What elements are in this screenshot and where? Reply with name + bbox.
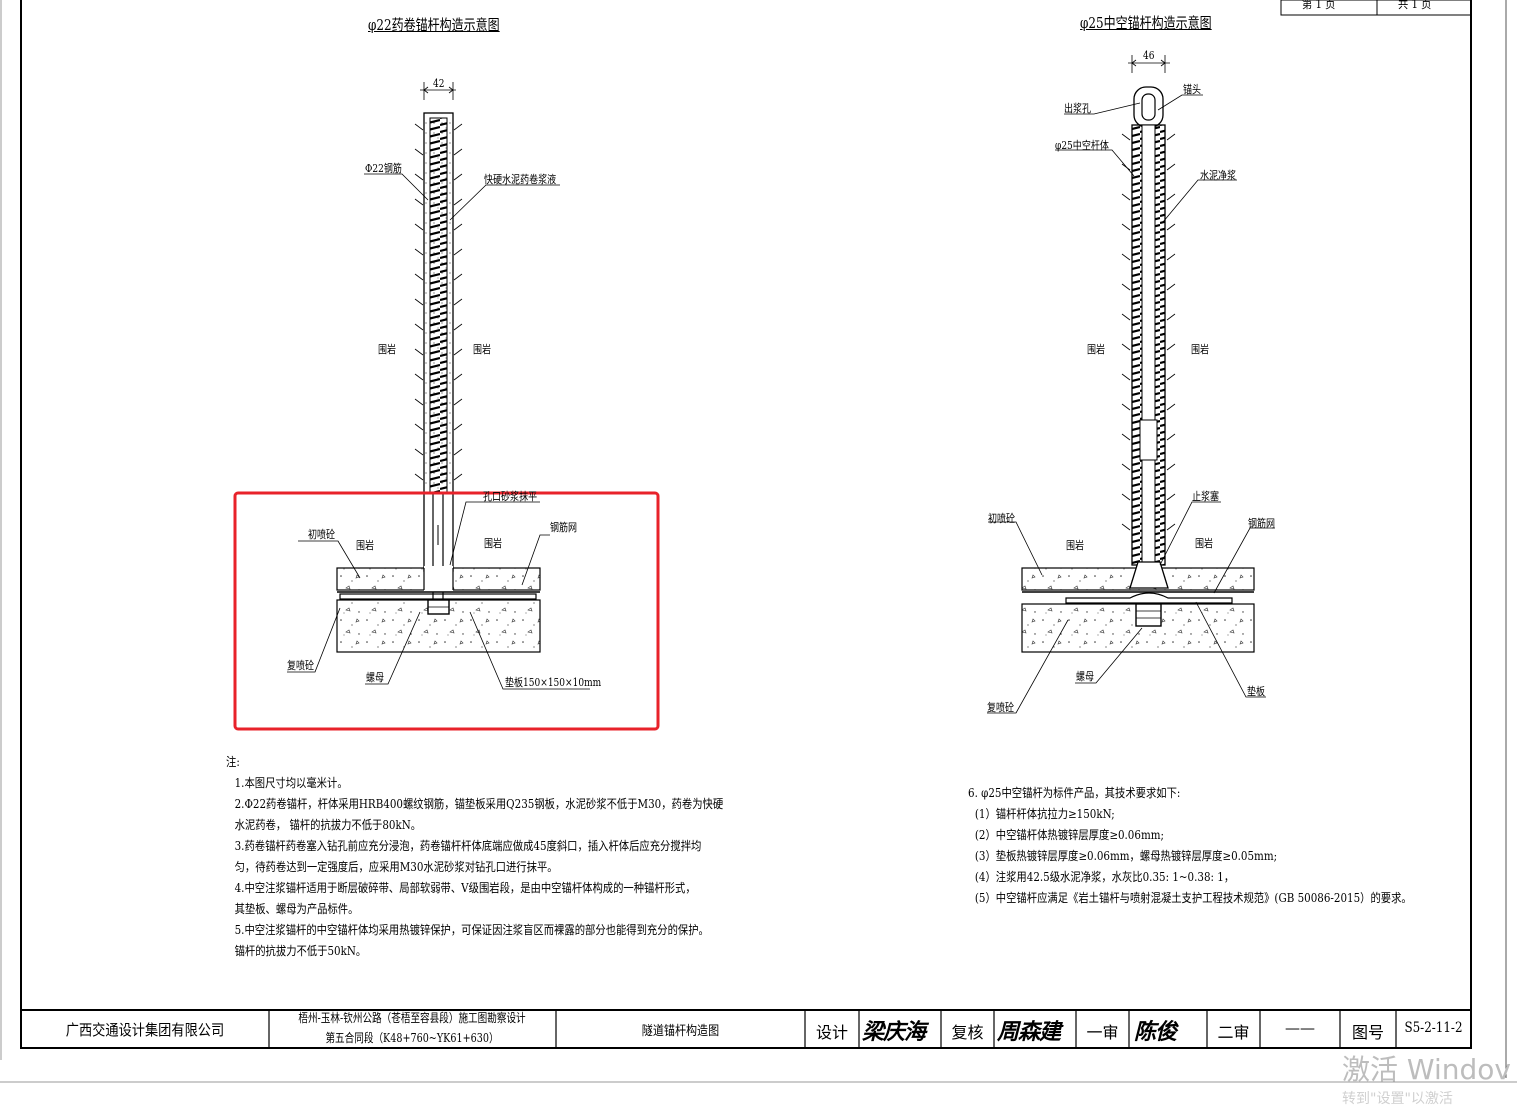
left-figure-title: φ22药卷锚杆构造示意图 xyxy=(368,16,500,34)
second-check-label: 二审 xyxy=(1217,1023,1250,1042)
note-line: 6. φ25中空锚杆为标件产品，其技术要求如下: xyxy=(968,786,1181,800)
left-label-nut: 螺母 xyxy=(366,671,385,684)
left-label-cartridge: 快硬水泥药卷浆液 xyxy=(484,173,557,186)
right-label-initial-shotcrete: 初喷砼 xyxy=(988,512,1016,525)
note-line: 5.中空注浆锚杆的中空锚杆体均采用热镀锌保护，可保证因注浆盲区而裸露的部分也能得… xyxy=(234,923,709,937)
right-label-mesh: 钢筋网 xyxy=(1248,517,1276,530)
right-label-plate: 垫板 xyxy=(1247,685,1266,698)
right-label-re-shotcrete: 复喷砼 xyxy=(987,701,1015,714)
right-label-stopper: 止浆塞 xyxy=(1192,490,1220,503)
left-label-rock-lower-left: 围岩 xyxy=(356,539,375,552)
activation-watermark: 激活 Windov xyxy=(1342,1053,1511,1086)
note-line: 其垫板、螺母为产品标件。 xyxy=(234,902,359,916)
title-block-grid xyxy=(20,1009,1472,1049)
note-line: (2）中空锚杆体热镀锌层厚度≥0.06mm; xyxy=(974,828,1164,842)
left-label-re-shotcrete: 复喷砼 xyxy=(287,659,315,672)
first-check-signature: 陈俊 xyxy=(1134,1019,1177,1045)
left-label-rock-left: 围岩 xyxy=(378,343,397,356)
right-label-rock-left: 围岩 xyxy=(1087,343,1106,356)
right-figure-title: φ25中空锚杆构造示意图 xyxy=(1080,14,1212,32)
right-label-rock-lower-left: 围岩 xyxy=(1066,539,1085,552)
note-line: (5）中空锚杆应满足《岩土锚杆与喷射混凝土支护工程技术规范》(GB 50086-… xyxy=(974,891,1412,905)
right-label-rock-right: 围岩 xyxy=(1191,343,1210,356)
note-line: 匀，待药卷达到一定强度后，应采用M30水泥砂浆对钻孔口进行抹平。 xyxy=(234,860,558,874)
note-line: 3.药卷锚杆药卷塞入钻孔前应充分浸泡，药卷锚杆杆体底端应做成45度斜口，插入杆体… xyxy=(234,839,702,853)
right-dim-width: 46 xyxy=(1143,49,1155,62)
left-label-initial-shotcrete: 初喷砼 xyxy=(308,528,336,541)
drawing-number-label: 图号 xyxy=(1351,1023,1384,1042)
project-line-1: 梧州-玉林-钦州公路（苍梧至容县段）施工图勘察设计 xyxy=(298,1011,526,1025)
right-anchor-diagram xyxy=(987,55,1275,714)
notes-right: 6. φ25中空锚杆为标件产品，其技术要求如下: (1）锚杆杆体抗拉力≥150k… xyxy=(968,783,1412,909)
note-line: (3）垫板热镀锌层厚度≥0.06mm，螺母热镀锌层厚度≥0.05mm; xyxy=(974,849,1278,863)
drawing-name: 隧道锚杆构造图 xyxy=(641,1024,720,1039)
note-line: (1）锚杆杆体抗拉力≥150kN; xyxy=(974,807,1115,821)
left-label-rock-lower-right: 围岩 xyxy=(484,537,503,550)
review-signature: 周森建 xyxy=(997,1019,1061,1045)
drawing-number: S5-2-11-2 xyxy=(1404,1020,1463,1036)
right-label-hollow-bar: φ25中空杆体 xyxy=(1055,139,1109,152)
activation-watermark-hint: 转到"设置"以激活 xyxy=(1342,1091,1453,1107)
page-total: 共 1 页 xyxy=(1398,0,1432,11)
left-dim-width: 42 xyxy=(433,77,445,90)
second-check-value: —— xyxy=(1285,1019,1315,1037)
right-label-nut: 螺母 xyxy=(1076,670,1095,683)
note-line: 锚杆的抗拔力不低于50kN。 xyxy=(234,944,367,958)
note-line: 水泥药卷， 锚杆的抗拔力不低于80kN。 xyxy=(234,818,422,832)
review-label: 复核 xyxy=(951,1023,984,1042)
right-label-rock-lower-right: 围岩 xyxy=(1195,537,1214,550)
first-check-label: 一审 xyxy=(1086,1023,1119,1042)
right-label-anchor-head: 锚头 xyxy=(1183,83,1202,96)
left-label-rock-right: 围岩 xyxy=(473,343,492,356)
note-line: 1.本图尺寸均以毫米计。 xyxy=(234,776,348,790)
highlight-box xyxy=(233,491,660,731)
note-line: 2.Φ22药卷锚杆，杆体采用HRB400螺纹钢筋，锚垫板采用Q235钢板，水泥砂… xyxy=(234,797,724,811)
left-label-plate: 垫板150×150×10mm xyxy=(505,676,602,689)
design-signature: 梁庆海 xyxy=(862,1019,926,1045)
notes-heading: 注: xyxy=(226,755,240,769)
left-label-mesh: 钢筋网 xyxy=(550,521,578,534)
company-name: 广西交通设计集团有限公司 xyxy=(65,1021,225,1039)
left-anchor-diagram xyxy=(287,82,590,690)
left-label-rebar: Φ22钢筋 xyxy=(365,162,402,175)
design-label: 设计 xyxy=(815,1023,848,1042)
left-label-hole-mortar: 孔口砂浆抹平 xyxy=(483,490,538,503)
project-line-2: 第五合同段（K48+760~YK61+630） xyxy=(325,1031,499,1045)
note-line: (4）注浆用42.5级水泥净浆，水灰比0.35: 1~0.38: 1， xyxy=(974,870,1235,884)
page-number: 第 1 页 xyxy=(1302,0,1336,11)
right-label-cement-grout: 水泥净浆 xyxy=(1200,169,1237,182)
note-line: 4.中空注浆锚杆适用于断层破碎带、局部软弱带、V级围岩段，是由中空锚杆体构成的一… xyxy=(234,881,696,895)
notes-left: 注: 1.本图尺寸均以毫米计。 2.Φ22药卷锚杆，杆体采用HRB400螺纹钢筋… xyxy=(226,752,723,962)
right-label-grout-outlet: 出浆孔 xyxy=(1064,102,1092,115)
